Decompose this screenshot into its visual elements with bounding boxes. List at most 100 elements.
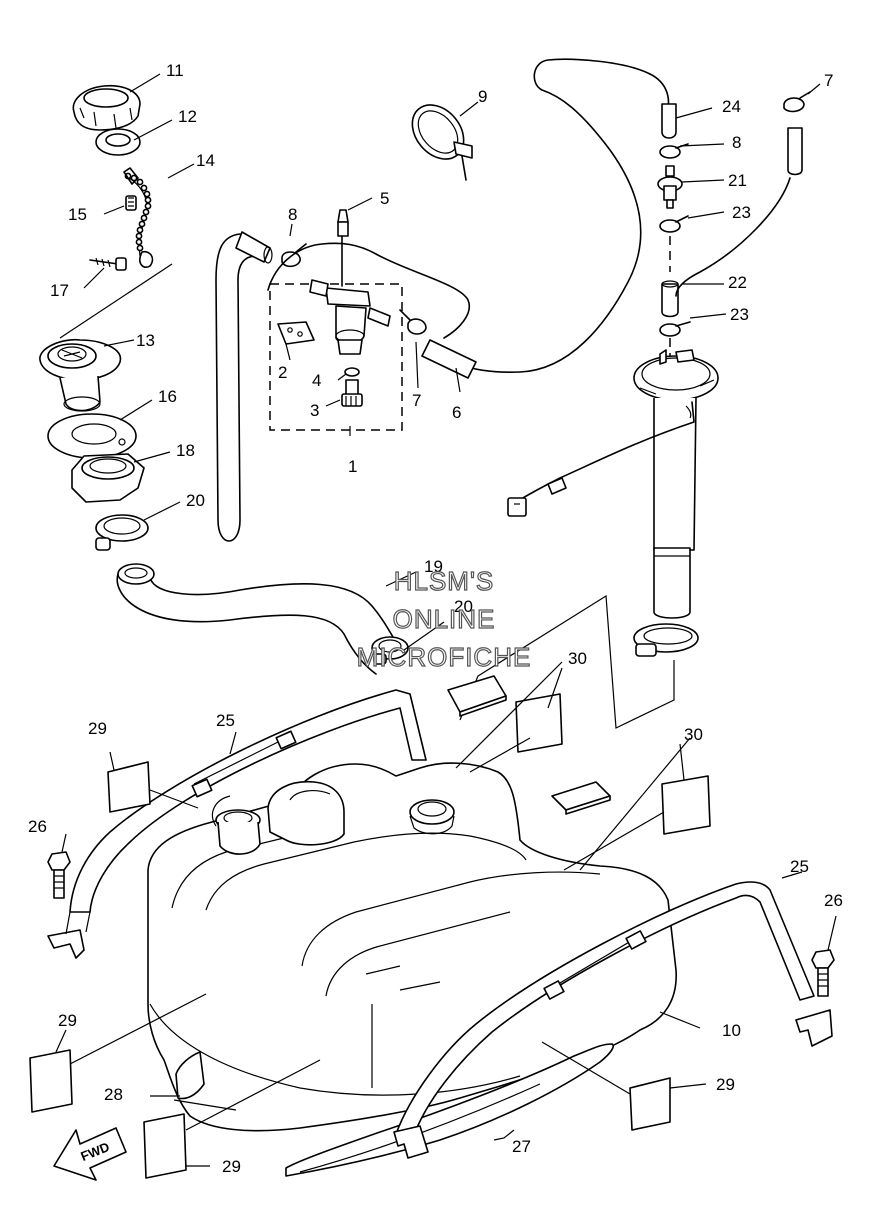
callout-22: 22	[728, 273, 747, 292]
callout-2: 2	[278, 363, 287, 382]
callout-20b: 20	[454, 597, 473, 616]
filler-hose	[116, 563, 403, 675]
watermark: HLSM'S ONLINE MICROFICHE	[356, 565, 532, 672]
cap-gasket	[95, 128, 141, 156]
filler-gasket	[47, 413, 137, 459]
chain-screw	[125, 195, 137, 211]
chain-bead	[130, 174, 138, 182]
strap-right-25	[393, 881, 833, 1159]
hose-band-9	[411, 104, 473, 181]
hose-22	[661, 280, 679, 318]
callout-29d: 29	[716, 1075, 735, 1094]
chain-bead	[136, 178, 144, 186]
chain-bead	[136, 244, 144, 252]
callout-12: 12	[178, 107, 197, 126]
fuel-tank	[147, 762, 677, 1132]
chain-bead	[140, 214, 148, 222]
callout-25b: 25	[790, 857, 809, 876]
rivet-pin	[89, 257, 127, 271]
callout-10: 10	[722, 1021, 741, 1040]
hose-24	[661, 103, 677, 139]
watermark-line-1: HLSM'S	[394, 566, 495, 596]
filler-neck	[39, 338, 122, 412]
callout-25a: 25	[216, 711, 235, 730]
callout-7a: 7	[412, 391, 421, 410]
callout-28: 28	[104, 1085, 123, 1104]
filter-bolt-5	[337, 209, 349, 237]
filter-bracket-2	[277, 321, 315, 345]
fuel-hose-6	[267, 58, 670, 379]
callout-23b: 23	[730, 305, 749, 324]
chain-bead	[138, 220, 146, 228]
pad-29-bottom	[143, 1059, 321, 1179]
callout-13: 13	[136, 331, 155, 350]
strap-left-25	[47, 689, 427, 959]
callout-numbers: 1 2 3 4 5 6 7 7 8 8 9 10 11 12 13 14 15 …	[28, 61, 843, 1176]
clip-8a	[281, 243, 307, 268]
callout-24: 24	[722, 97, 741, 116]
retainer-chain	[123, 167, 154, 268]
sender-clamp	[633, 623, 699, 657]
callout-21: 21	[728, 171, 747, 190]
callout-5: 5	[380, 189, 389, 208]
pad-28	[173, 1051, 237, 1111]
chain-bead	[143, 190, 151, 198]
callout-9: 9	[478, 87, 487, 106]
chain-bead	[144, 202, 152, 210]
chain-bead	[135, 238, 143, 246]
callout-8a: 8	[288, 205, 297, 224]
leader-lines	[55, 73, 837, 1141]
pad-30-upper-a	[447, 675, 507, 717]
callout-17: 17	[50, 281, 69, 300]
pad-30-right-a	[551, 781, 611, 815]
watermark-line-2: ONLINE	[393, 604, 496, 634]
bolt-26-left	[47, 851, 71, 899]
callout-16: 16	[158, 387, 177, 406]
callout-20a: 20	[186, 491, 205, 510]
callout-1: 1	[348, 457, 357, 476]
callout-7b: 7	[824, 71, 833, 90]
pad-29-right	[541, 1041, 707, 1131]
callout-4: 4	[312, 371, 321, 390]
pad-30-right-b	[563, 737, 711, 871]
chain-bead	[136, 226, 144, 234]
callout-6: 6	[452, 403, 461, 422]
chain-bead	[140, 184, 148, 192]
pad-29-upper-left	[107, 761, 199, 813]
clip-7a	[399, 309, 427, 335]
callout-23a: 23	[732, 203, 751, 222]
callout-30a: 30	[568, 649, 587, 668]
callout-19: 19	[424, 557, 443, 576]
callout-29a: 29	[88, 719, 107, 738]
pad-30-upper-b	[455, 661, 563, 773]
forward-direction-arrow: FWD	[53, 1127, 127, 1181]
breather-hose-left	[215, 231, 273, 542]
filler-nut	[71, 453, 145, 503]
callout-30b: 30	[684, 725, 703, 744]
callout-11: 11	[166, 61, 184, 80]
callout-26b: 26	[824, 891, 843, 910]
chain-bead	[135, 232, 143, 240]
vent-hose-right	[675, 127, 803, 297]
callout-29c: 29	[222, 1157, 241, 1176]
clip-23b	[659, 321, 691, 337]
hose-clamp-20a	[95, 514, 149, 551]
callout-27: 27	[512, 1137, 531, 1156]
fitting-21	[657, 165, 683, 209]
bolt-26-right	[811, 949, 835, 997]
fuel-sender-unit	[507, 349, 719, 619]
callout-3: 3	[310, 401, 319, 420]
fuel-filter-assembly-box	[269, 283, 403, 431]
chain-bead	[144, 196, 152, 204]
o-ring-4	[344, 367, 360, 377]
chain-bead	[142, 208, 150, 216]
callout-15: 15	[68, 205, 87, 224]
callout-26a: 26	[28, 817, 47, 836]
callout-14: 14	[196, 151, 215, 170]
clip-7b	[783, 91, 811, 113]
watermark-line-3: MICROFICHE	[357, 642, 532, 672]
drain-cup-3	[341, 379, 363, 407]
pad-29-lower-left	[29, 993, 207, 1113]
clip-23a	[659, 215, 689, 233]
